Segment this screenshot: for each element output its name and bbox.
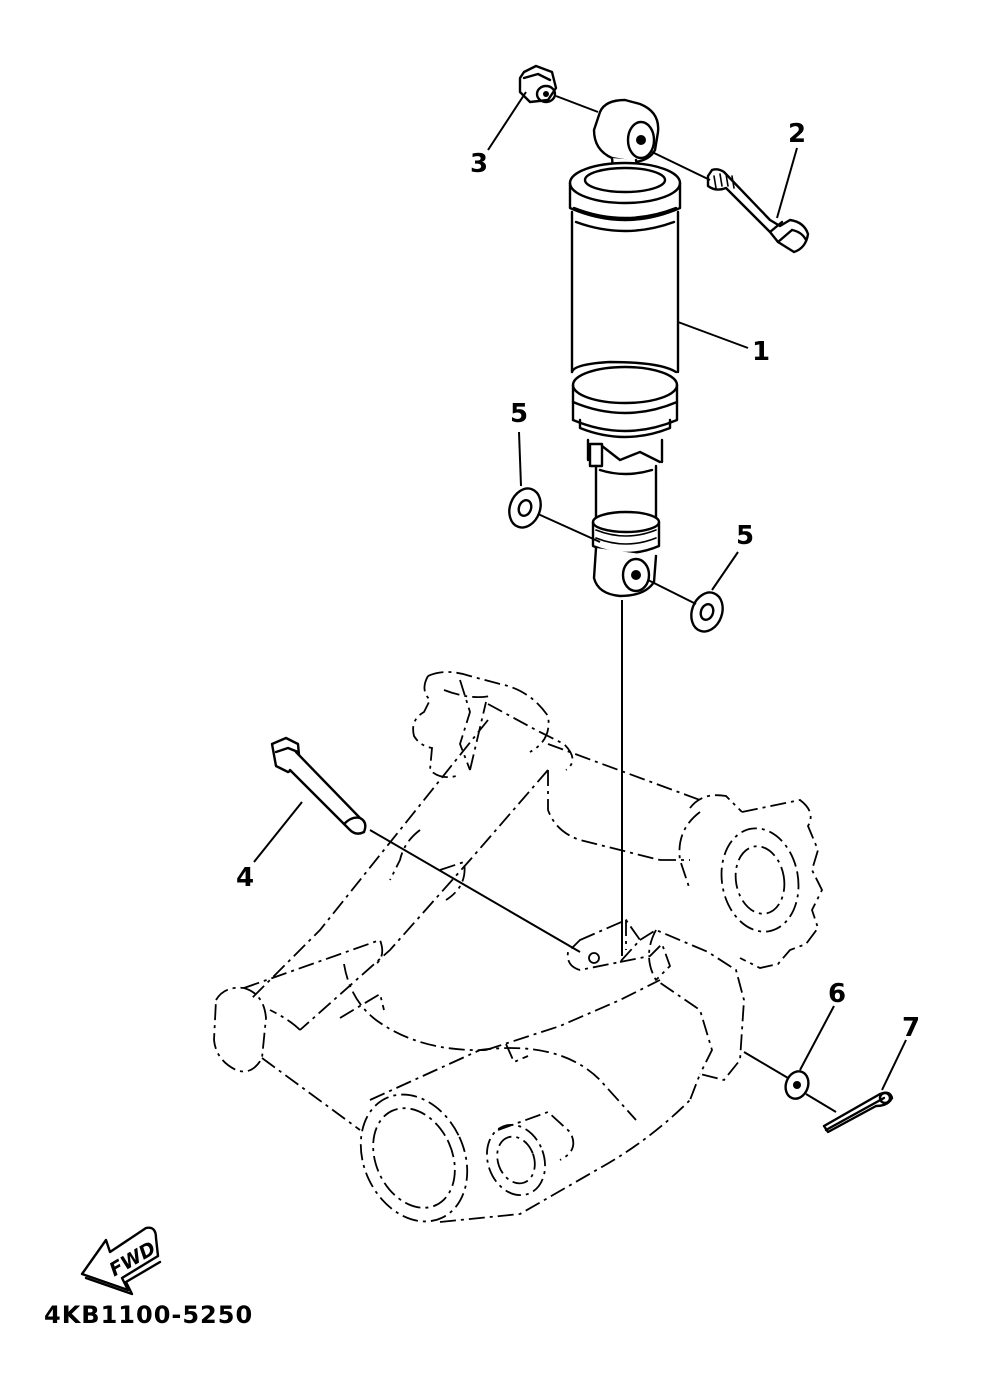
upper-mounting-bolt[interactable]	[706, 168, 810, 254]
callout-2: 2	[788, 119, 806, 149]
cotter-pin[interactable]	[822, 1091, 894, 1134]
swing-arm	[213, 671, 824, 1223]
washer-upper[interactable]	[504, 484, 546, 532]
callout-labels: 1 2 3 4 5 5 6 7	[236, 119, 920, 1043]
rear-shock-absorber[interactable]	[568, 98, 682, 598]
callout-7: 7	[902, 1013, 920, 1043]
callout-5-upper: 5	[510, 399, 528, 429]
assembly-lines	[369, 95, 837, 1113]
washer-small[interactable]	[782, 1068, 812, 1102]
forward-direction-arrow: FWD	[80, 1226, 162, 1296]
flange-nut[interactable]	[518, 64, 558, 104]
callout-3: 3	[470, 149, 488, 179]
leader-lines	[253, 91, 907, 1091]
callout-4: 4	[236, 863, 254, 893]
pivot-shaft[interactable]	[270, 736, 367, 835]
callout-5-lower: 5	[736, 521, 754, 551]
washer-lower[interactable]	[686, 588, 728, 636]
diagram-code: 4KB1100-5250	[44, 1301, 253, 1329]
callout-6: 6	[828, 979, 846, 1009]
callout-1: 1	[752, 337, 770, 367]
